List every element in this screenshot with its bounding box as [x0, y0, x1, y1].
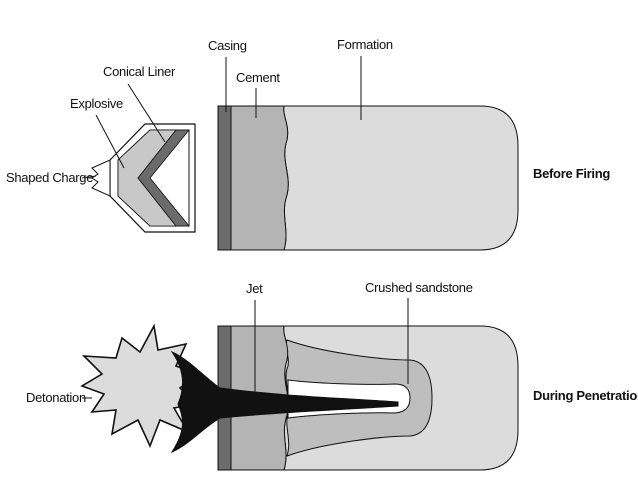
jet [170, 350, 399, 454]
casing-layer [217, 105, 232, 251]
shaped-charge [91, 123, 196, 233]
label-before-firing: Before Firing [533, 166, 610, 181]
conical-liner [137, 129, 190, 227]
label-explosive: Explosive [70, 96, 123, 111]
before-firing-panel: Casing Formation Conical Liner Cement Ex… [6, 37, 611, 251]
during-penetration-panel: Jet Crushed sandstone Detonation During … [26, 280, 638, 471]
cement-layer [230, 105, 289, 251]
label-formation: Formation [337, 37, 393, 52]
label-conical-liner: Conical Liner [103, 64, 176, 79]
label-casing: Casing [208, 38, 247, 53]
label-crushed-sandstone: Crushed sandstone [365, 280, 473, 295]
label-shaped-charge: Shaped Charge [6, 170, 93, 185]
detonation-burst [80, 323, 200, 449]
label-during-penetration: During Penetration [533, 388, 638, 403]
formation-region [283, 105, 519, 251]
label-jet: Jet [246, 281, 263, 296]
label-detonation: Detonation [26, 390, 86, 405]
label-cement: Cement [236, 70, 280, 85]
